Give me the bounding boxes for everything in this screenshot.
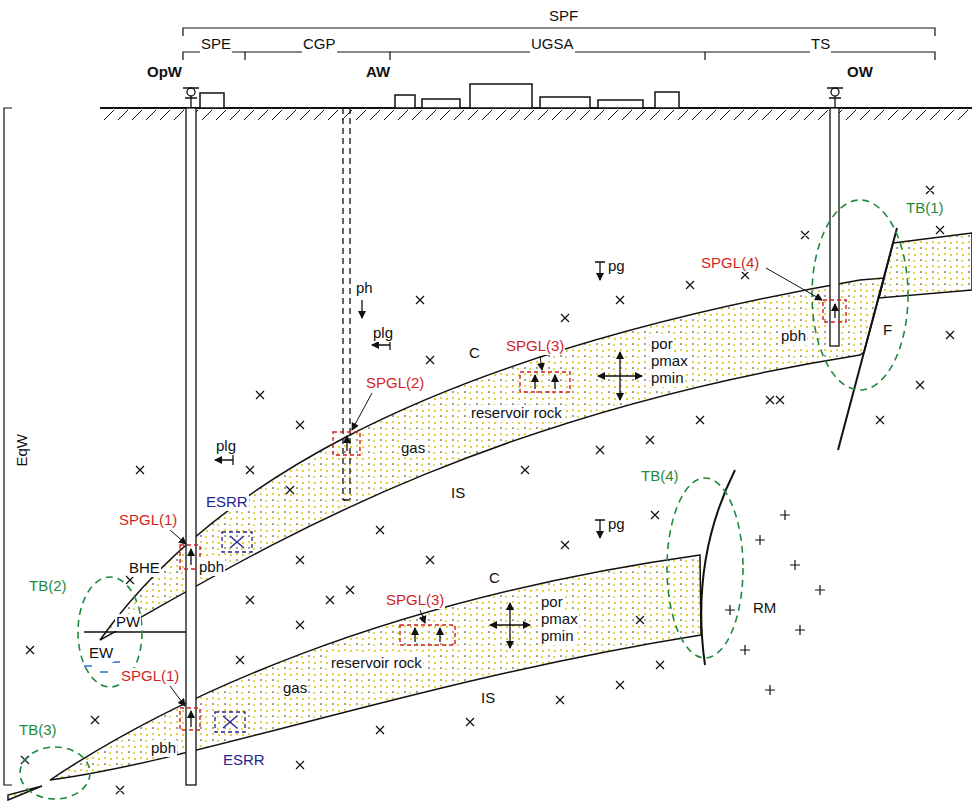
- leak-path-label: SPGL(1): [120, 668, 180, 685]
- cross-strokes: [21, 186, 954, 794]
- esrr-label: ESRR: [205, 494, 249, 511]
- rock-label: reservoir rock: [330, 655, 423, 672]
- well-label: OpW: [146, 64, 183, 81]
- pressure-label: pg: [607, 258, 626, 275]
- pressure-label: pmax: [650, 353, 689, 370]
- pressure-label: plg: [372, 325, 394, 342]
- bracket-label: CGP: [302, 36, 337, 53]
- bracket-label: SPE: [200, 36, 232, 53]
- pressure-label: pbh: [780, 328, 807, 345]
- esrr-label: ESRR: [222, 752, 266, 769]
- rock-label: IS: [480, 690, 496, 707]
- pressure-arrows: [215, 262, 642, 648]
- leak-path-label: SPGL(3): [505, 338, 565, 355]
- well-label: AW: [365, 64, 391, 81]
- leader-lines: [170, 268, 822, 706]
- rock-label: C: [488, 570, 501, 587]
- pressure-label: pg: [607, 516, 626, 533]
- pressure-label: pbh: [150, 740, 177, 757]
- well-label: BHE: [128, 560, 161, 577]
- leak-path-label: SPGL(1): [118, 512, 178, 529]
- bracket-label: TS: [810, 36, 831, 53]
- rock-label: RM: [752, 600, 777, 617]
- pressure-label: pmin: [540, 628, 575, 645]
- pressure-label: pmax: [540, 611, 579, 628]
- water-label: PW: [115, 614, 141, 631]
- water-label: EW: [88, 645, 114, 662]
- fault-label: F: [882, 322, 893, 339]
- trap-label: TB(2): [28, 578, 68, 595]
- bracket-label: SPF: [548, 8, 579, 25]
- leak-path-label: SPGL(4): [700, 255, 760, 272]
- wells: [183, 88, 843, 785]
- rock-label: IS: [450, 485, 466, 502]
- pressure-label: por: [540, 594, 564, 611]
- rock-crosses: [21, 186, 954, 794]
- surface-facilities: [100, 84, 972, 108]
- leak-path-boxes: [180, 300, 846, 730]
- pressure-label: pbh: [198, 559, 225, 576]
- rock-label: C: [468, 345, 481, 362]
- pressure-label: pmin: [650, 370, 685, 387]
- bracket-label: UGSA: [530, 36, 575, 53]
- trap-label: TB(1): [905, 200, 945, 217]
- reservoir-layers: [8, 233, 972, 800]
- header-brackets: [4, 28, 935, 785]
- pressure-label: plg: [215, 438, 237, 455]
- trap-label: TB(4): [640, 468, 680, 485]
- leak-path-label: SPGL(3): [385, 592, 445, 609]
- well-label: OW: [846, 64, 874, 81]
- leak-path-label: SPGL(2): [365, 375, 425, 392]
- faults: [701, 228, 897, 665]
- rock-label: reservoir rock: [470, 405, 563, 422]
- bracket-label: EqW: [14, 433, 31, 468]
- leak-arrows: [191, 304, 835, 727]
- pressure-label: ph: [355, 280, 374, 297]
- pressure-label: por: [650, 336, 674, 353]
- rock-label: gas: [400, 440, 426, 457]
- rock-label: gas: [282, 680, 308, 697]
- water-contact: [84, 632, 186, 672]
- trap-boundaries: [20, 200, 908, 799]
- trap-label: TB(3): [18, 722, 58, 739]
